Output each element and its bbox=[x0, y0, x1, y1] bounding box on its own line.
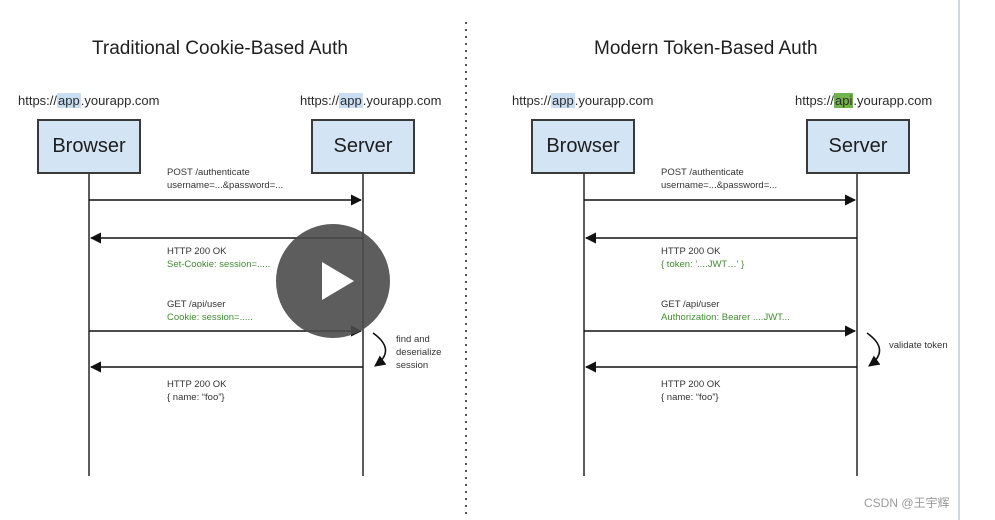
left-server-url: https://app.yourapp.com bbox=[300, 93, 442, 108]
url-subdomain: app bbox=[57, 93, 81, 108]
msg-line2: Cookie: session=..... bbox=[167, 312, 253, 323]
url-prefix: https:// bbox=[795, 93, 835, 108]
url-suffix: .yourapp.com bbox=[80, 93, 160, 108]
left-msg-4: HTTP 200 OK { name: “foo”} bbox=[167, 378, 227, 404]
msg-line2: Authorization: Bearer ....JWT... bbox=[661, 312, 790, 323]
right-msg-2: HTTP 200 OK { token: '....JWT…' } bbox=[661, 245, 744, 271]
left-process-arrow bbox=[372, 332, 387, 367]
msg-line1: HTTP 200 OK bbox=[661, 246, 721, 257]
note-line: validate token bbox=[889, 340, 948, 351]
msg-line1: GET /api/user bbox=[167, 299, 226, 310]
msg-line1: POST /authenticate bbox=[661, 167, 744, 178]
url-prefix: https:// bbox=[300, 93, 340, 108]
note-line: session bbox=[396, 360, 429, 371]
left-panel-title: Traditional Cookie-Based Auth bbox=[92, 38, 348, 59]
msg-line1: HTTP 200 OK bbox=[167, 246, 227, 257]
note-line: deserialize bbox=[396, 347, 442, 358]
right-server-url: https://api.yourapp.com bbox=[795, 93, 932, 108]
url-suffix: .yourapp.com bbox=[853, 93, 933, 108]
url-suffix: .yourapp.com bbox=[574, 93, 654, 108]
right-server-box: Server bbox=[806, 119, 910, 174]
left-msg-2: HTTP 200 OK Set-Cookie: session=..... bbox=[167, 245, 270, 271]
msg-line1: HTTP 200 OK bbox=[661, 379, 721, 390]
left-msg-1: POST /authenticate username=...&password… bbox=[167, 166, 283, 192]
msg-line2: username=...&password=... bbox=[661, 180, 778, 191]
play-button[interactable] bbox=[276, 224, 390, 338]
right-server-note: validate token bbox=[889, 339, 948, 352]
right-msg-3: GET /api/user Authorization: Bearer ....… bbox=[661, 298, 790, 324]
url-subdomain: app bbox=[339, 93, 363, 108]
url-subdomain: api bbox=[834, 93, 854, 108]
url-prefix: https:// bbox=[512, 93, 552, 108]
right-process-arrow bbox=[866, 332, 881, 367]
left-msg-3: GET /api/user Cookie: session=..... bbox=[167, 298, 253, 324]
play-icon bbox=[321, 262, 354, 300]
left-browser-url: https://app.yourapp.com bbox=[18, 93, 160, 108]
right-browser-url: https://app.yourapp.com bbox=[512, 93, 654, 108]
right-browser-box: Browser bbox=[531, 119, 635, 174]
right-msg-4: HTTP 200 OK { name: “foo”} bbox=[661, 378, 721, 404]
left-server-note: find and deserialize session bbox=[396, 333, 441, 372]
note-line: find and bbox=[396, 334, 430, 345]
url-subdomain: app bbox=[551, 93, 575, 108]
msg-line1: HTTP 200 OK bbox=[167, 379, 227, 390]
msg-line2: username=...&password=... bbox=[167, 180, 284, 191]
url-prefix: https:// bbox=[18, 93, 58, 108]
msg-line2: { name: “foo”} bbox=[167, 392, 225, 403]
url-suffix: .yourapp.com bbox=[362, 93, 442, 108]
msg-line1: POST /authenticate bbox=[167, 167, 250, 178]
left-server-box: Server bbox=[311, 119, 415, 174]
msg-line1: GET /api/user bbox=[661, 299, 720, 310]
msg-line2: Set-Cookie: session=..... bbox=[167, 259, 271, 270]
msg-line2: { name: “foo”} bbox=[661, 392, 719, 403]
left-browser-box: Browser bbox=[37, 119, 141, 174]
msg-line2: { token: '....JWT…' } bbox=[661, 259, 745, 270]
watermark: CSDN @王宇辉 bbox=[864, 496, 950, 510]
right-panel-title: Modern Token-Based Auth bbox=[594, 38, 818, 59]
scrollbar[interactable] bbox=[958, 0, 960, 520]
right-msg-1: POST /authenticate username=...&password… bbox=[661, 166, 777, 192]
